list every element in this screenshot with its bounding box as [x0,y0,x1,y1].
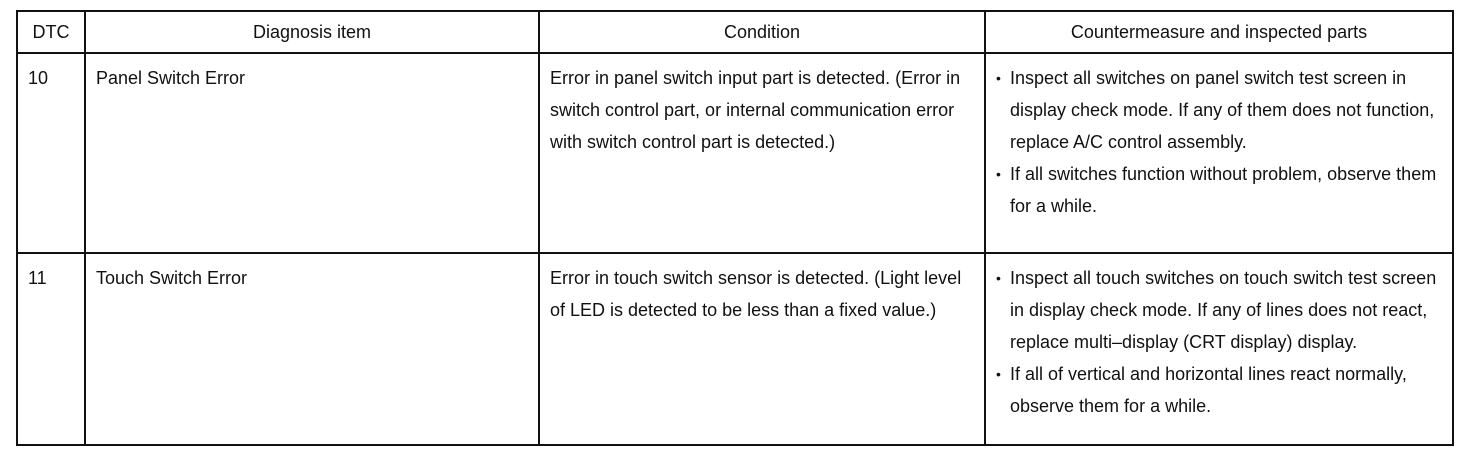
bullet-icon: • [996,366,1001,382]
header-countermeasure: Countermeasure and inspected parts [984,10,1454,54]
cell-diagnosis-item: Touch Switch Error [84,252,540,446]
cell-condition: Error in panel switch input part is dete… [538,52,986,254]
cell-dtc-code: 11 [16,252,86,446]
dtc-table: DTC Diagnosis item Condition Countermeas… [16,10,1454,446]
table-header-row: DTC Diagnosis item Condition Countermeas… [16,10,1454,54]
countermeasure-item: • Inspect all touch switches on touch swi… [996,262,1442,358]
countermeasure-item: • If all of vertical and horizontal lines… [996,358,1442,422]
countermeasure-text: Inspect all touch switches on touch swit… [1010,268,1437,352]
header-diagnosis-item: Diagnosis item [84,10,540,54]
cell-condition: Error in touch switch sensor is detected… [538,252,986,446]
countermeasure-text: If all of vertical and horizontal lines … [1010,364,1407,416]
bullet-icon: • [996,70,1001,86]
table-row: 11 Touch Switch Error Error in touch swi… [16,252,1454,446]
countermeasure-text: Inspect all switches on panel switch tes… [1010,68,1435,152]
countermeasure-list: • Inspect all touch switches on touch swi… [996,262,1442,422]
header-condition: Condition [538,10,986,54]
table-row: 10 Panel Switch Error Error in panel swi… [16,52,1454,254]
countermeasure-item: • Inspect all switches on panel switch te… [996,62,1442,158]
cell-dtc-code: 10 [16,52,86,254]
countermeasure-item: • If all switches function without proble… [996,158,1442,222]
countermeasure-list: • Inspect all switches on panel switch te… [996,62,1442,222]
countermeasure-text: If all switches function without problem… [1010,164,1437,216]
cell-diagnosis-item: Panel Switch Error [84,52,540,254]
header-dtc: DTC [16,10,86,54]
bullet-icon: • [996,270,1001,286]
cell-countermeasure: • Inspect all touch switches on touch swi… [984,252,1454,446]
bullet-icon: • [996,166,1001,182]
cell-countermeasure: • Inspect all switches on panel switch te… [984,52,1454,254]
